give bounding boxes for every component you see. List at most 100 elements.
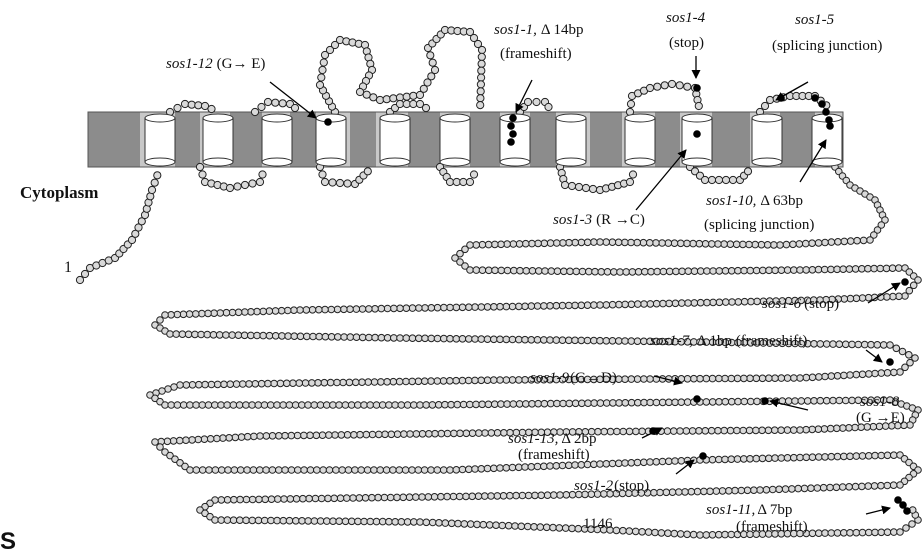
residue-bead [500, 493, 507, 500]
residue-bead [442, 401, 449, 408]
residue-bead [603, 302, 610, 309]
residue-bead [639, 428, 646, 435]
residue-bead [246, 381, 253, 388]
residue-bead [685, 300, 692, 307]
residue-bead [550, 524, 557, 531]
membrane-segment [175, 112, 200, 167]
residue-bead [478, 466, 485, 473]
residue-bead [179, 331, 186, 338]
residue-bead [363, 431, 370, 438]
residue-bead [423, 519, 430, 526]
name-sos1-1: sos1-1, [494, 22, 537, 38]
residue-bead [709, 532, 716, 539]
residue-bead [212, 467, 219, 474]
name-sos1-11: sos1-11, [706, 502, 755, 518]
residue-bead [634, 301, 641, 308]
residue-bead [478, 60, 485, 67]
residue-bead [491, 336, 498, 343]
residue-bead [575, 525, 582, 532]
residue-bead [751, 487, 758, 494]
residue-bead [152, 439, 159, 446]
residue-bead [891, 529, 898, 536]
residue-bead [522, 336, 529, 343]
residue-bead [286, 517, 293, 524]
residue-bead [763, 487, 770, 494]
residue-bead [226, 435, 233, 442]
residue-bead [769, 486, 776, 493]
residue-bead [454, 401, 461, 408]
residue-bead [347, 334, 354, 341]
residue-bead [866, 371, 873, 378]
residue-bead [224, 517, 231, 524]
residue-bead [690, 531, 697, 538]
residue-bead [776, 486, 783, 493]
residue-bead [252, 381, 259, 388]
residue-bead [258, 380, 265, 387]
residue-bead [342, 518, 349, 525]
residue-bead [403, 378, 410, 385]
residue-bead [461, 521, 468, 528]
helix-2 [203, 114, 233, 166]
residue-bead [189, 437, 196, 444]
residue-bead [225, 467, 232, 474]
residue-bead [688, 488, 695, 495]
residue-bead [708, 241, 715, 248]
residue-bead [164, 438, 171, 445]
residue-bead [541, 463, 548, 470]
residue-bead [722, 268, 729, 275]
residue-bead [223, 309, 230, 316]
residue-bead [497, 377, 504, 384]
residue-bead [261, 402, 268, 409]
label-sos1-7: sos1-7,Δ 1bp (frameshift) [650, 333, 807, 349]
residue-bead [341, 334, 348, 341]
residue-bead [622, 239, 629, 246]
mutation-bead [886, 358, 894, 366]
residue-bead [584, 239, 591, 246]
residue-bead [490, 377, 497, 384]
residue-bead [331, 495, 338, 502]
residue-bead [417, 402, 424, 409]
residue-bead [754, 398, 761, 405]
residue-bead [440, 467, 447, 474]
residue-bead [909, 521, 916, 528]
residue-bead [394, 494, 401, 501]
residue-bead [218, 497, 225, 504]
residue-bead [447, 304, 454, 311]
residue-bead [279, 333, 286, 340]
residue-bead [906, 352, 913, 359]
residue-bead [820, 484, 827, 491]
residue-bead [884, 370, 891, 377]
residue-bead [871, 265, 878, 272]
residue-bead [422, 335, 429, 342]
residue-bead [317, 402, 324, 409]
residue-bead [446, 178, 453, 185]
residue-bead [548, 268, 555, 275]
residue-bead [634, 239, 641, 246]
residue-bead [316, 306, 323, 313]
residue-bead [553, 337, 560, 344]
residue-bead [305, 518, 312, 525]
residue-bead [741, 267, 748, 274]
residue-bead [547, 463, 554, 470]
residue-bead [852, 266, 859, 273]
residue-bead [732, 487, 739, 494]
residue-bead [251, 433, 258, 440]
detail-sos1-1: Δ 14bp [541, 22, 584, 38]
residue-bead [626, 428, 633, 435]
residue-bead [359, 379, 366, 386]
residue-bead [642, 268, 649, 275]
residue-bead [547, 303, 554, 310]
residue-bead [383, 467, 390, 474]
residue-bead [478, 67, 485, 74]
residue-bead [841, 530, 848, 537]
residue-bead [609, 338, 616, 345]
residue-bead [384, 305, 391, 312]
residue-bead [428, 378, 435, 385]
residue-bead [708, 427, 715, 434]
residue-bead [501, 430, 508, 437]
residue-bead [754, 298, 761, 305]
residue-bead [671, 240, 678, 247]
residue-bead [498, 267, 505, 274]
residue-bead [324, 518, 331, 525]
residue-bead [456, 493, 463, 500]
